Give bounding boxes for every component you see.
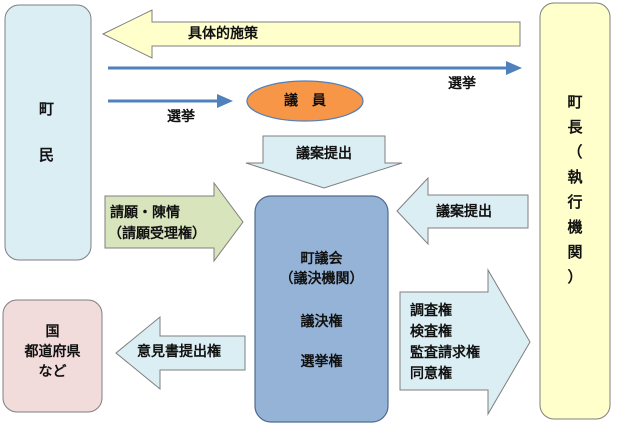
powers-arrow [399, 268, 531, 416]
mayor-char: 長 [567, 118, 583, 136]
councilors-ellipse [246, 80, 364, 122]
residents-box [4, 4, 92, 261]
power-item-1: 調査権 [410, 303, 452, 319]
national-label-2: 都道府県 [24, 344, 81, 360]
mayor-char: 行 [567, 193, 583, 211]
power-item-4: 同意権 [410, 366, 452, 382]
residents-label-1: 町 [39, 100, 55, 118]
bill-mayor-label: 議案提出 [436, 204, 492, 220]
assembly-subtitle: （議決機関） [279, 271, 364, 287]
national-box [2, 299, 103, 413]
opinion-arrow [115, 315, 246, 391]
power-item-3: 監査請求権 [410, 345, 480, 361]
election-council-label: 選挙 [167, 109, 195, 125]
assembly-title: 町議会 [300, 251, 343, 267]
policies-arrow [101, 9, 521, 59]
national-label-3: など [38, 364, 67, 380]
mayor-char: 執 [567, 168, 583, 186]
mayor-char: 機 [567, 218, 583, 236]
opinion-label: 意見書提出権 [137, 344, 221, 360]
assembly-power-2: 選挙権 [300, 354, 343, 370]
petition-label-1: 請願・陳情 [110, 205, 180, 221]
petition-arrow [104, 181, 244, 263]
bill-council-arrow [245, 135, 403, 189]
policies-label: 具体的施策 [188, 26, 258, 42]
mayor-char: （ [567, 143, 583, 161]
assembly-power-1: 議決権 [300, 314, 343, 330]
mayor-label: 町 長 （ 執 行 機 関 ） [555, 90, 595, 290]
petition-label-2: （請願受理権） [108, 226, 206, 242]
election-mayor-arrowhead [506, 61, 522, 75]
mayor-char: ） [567, 268, 583, 286]
national-label-1: 国 [45, 324, 60, 340]
bill-council-label: 議案提出 [296, 146, 352, 162]
councilors-label: 議 員 [284, 93, 326, 109]
election-council-arrowhead [217, 94, 233, 108]
bill-mayor-arrow [396, 176, 529, 246]
election-mayor-label: 選挙 [448, 76, 476, 92]
mayor-char: 関 [567, 243, 583, 261]
mayor-char: 町 [567, 93, 583, 111]
residents-label-2: 民 [39, 146, 55, 164]
assembly-box [254, 195, 389, 423]
power-item-2: 検査権 [410, 324, 452, 340]
mayor-box [539, 2, 611, 420]
